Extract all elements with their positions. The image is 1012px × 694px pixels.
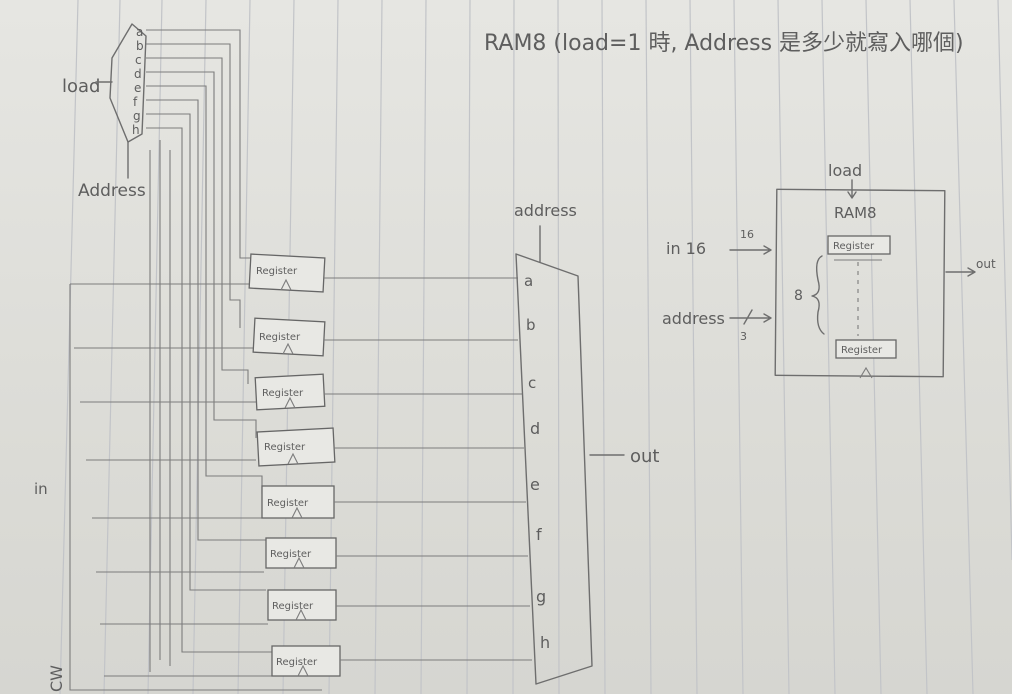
ram8-address-label: address (662, 309, 725, 328)
ram8-register-bottom-label: Register (841, 345, 883, 356)
ram8-title: RAM8 (834, 204, 877, 222)
load-wires (146, 29, 272, 672)
ram8-chip: RAM8 load in 16 16 address 3 Register Re… (662, 161, 996, 379)
mux-in-e: e (530, 475, 540, 494)
mux-in-d: d (530, 419, 540, 438)
ram8-in-width: 16 (740, 228, 754, 241)
register-g: Register (267, 589, 337, 621)
register-e: Register (261, 485, 335, 519)
register-b-label: Register (259, 332, 301, 343)
demux-out-b: b (136, 39, 144, 53)
in-label: in (34, 480, 48, 498)
mux-in-c: c (528, 374, 536, 392)
register-e-label: Register (267, 498, 309, 509)
ram8-load-label: load (828, 161, 862, 180)
demux-block: load Address in CW (34, 23, 147, 692)
mux-in-b: b (526, 316, 536, 334)
register-d-label: Register (264, 442, 306, 453)
ram8-register-top-label: Register (833, 241, 875, 252)
mux-shape (515, 253, 593, 685)
load-label: load (62, 76, 100, 97)
ram8-box (774, 188, 946, 378)
ram8-register-top (827, 235, 891, 255)
register-c-label: Register (262, 388, 304, 399)
margin-note: CW (47, 665, 66, 692)
ram8-out-label: out (976, 257, 996, 271)
ram8-out-arrow (945, 267, 976, 277)
mux-in-a: a (524, 272, 533, 290)
demux-out-f: f (133, 95, 138, 109)
register-f-label: Register (270, 549, 312, 560)
register-f: Register (265, 537, 337, 569)
register-b: Register (252, 317, 326, 357)
register-d: Register (256, 427, 336, 467)
ram8-count: 8 (794, 288, 803, 304)
register-h-label: Register (276, 657, 318, 668)
demux-out-c: c (135, 53, 142, 67)
ram8-in-label: in 16 (666, 239, 706, 258)
ram8-address-arrow (729, 309, 772, 325)
demux-out-a: a (136, 25, 143, 39)
demux-out-e: e (134, 81, 141, 95)
ram8-register-bottom (835, 339, 897, 359)
demux-out-h: h (132, 123, 140, 137)
page-title: RAM8 (load=1 時, Address 是多少就寫入哪個) (484, 31, 964, 56)
register-c: Register (254, 373, 326, 411)
demux-output-labels: a b c d e f g h (132, 25, 144, 137)
demux-out-d: d (134, 67, 142, 81)
ram8-brace (811, 255, 825, 335)
mux-block: address out a b c d e f g h (514, 201, 659, 685)
register-output-wires (324, 277, 532, 661)
register-a: Register (248, 253, 326, 293)
mux-in-g: g (536, 587, 546, 606)
mux-address-label: address (514, 201, 577, 220)
mux-out-label: out (630, 446, 659, 467)
register-a-label: Register (256, 266, 298, 277)
mux-in-f: f (536, 525, 542, 544)
in-bus-wires (69, 283, 322, 691)
register-stack: Register Register Register Register Regi… (248, 253, 341, 677)
mux-in-h: h (540, 633, 550, 652)
ram8-address-width: 3 (740, 330, 747, 343)
notebook-rules (59, 0, 1012, 694)
ram8-in-arrow (729, 245, 772, 255)
address-label: Address (78, 181, 146, 201)
register-h: Register (271, 645, 341, 677)
demux-out-g: g (133, 109, 141, 123)
ram8-load-arrow (847, 179, 857, 199)
register-g-label: Register (272, 601, 314, 612)
